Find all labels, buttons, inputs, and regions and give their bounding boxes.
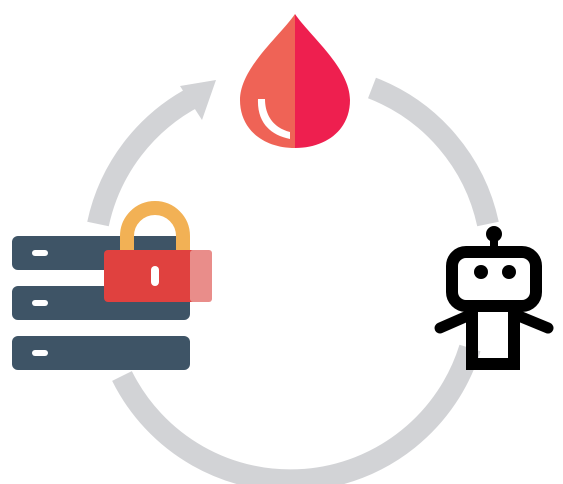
robot-arm-left [434,308,478,334]
arc-robot-to-server [112,344,481,484]
padlock-body [104,250,196,302]
blood-drop-highlight [257,99,290,139]
robot-body [466,300,520,370]
robot-icon [434,226,554,370]
cycle-arrowhead [180,80,216,120]
padlock-icon [104,201,212,302]
robot-eye-left [474,265,488,279]
server-led-1 [32,250,48,256]
blood-drop-left-half [240,14,295,148]
arc-drop-to-robot [367,77,499,227]
server-led-3 [32,350,48,356]
cycle-arcs [87,77,499,484]
padlock-shackle [120,201,190,250]
arc-server-to-drop [87,86,202,227]
padlock-keyhole [151,266,159,286]
blood-drop-icon [240,14,350,148]
padlock-body-overlap [190,250,212,302]
server-led-2 [32,300,48,306]
robot-eye-right [502,265,516,279]
robot-head [446,246,542,312]
robot-antenna-stem [490,236,498,254]
server-unit-3 [12,336,190,370]
robot-arm-right [508,308,554,334]
blood-drop-right-half [295,14,350,148]
